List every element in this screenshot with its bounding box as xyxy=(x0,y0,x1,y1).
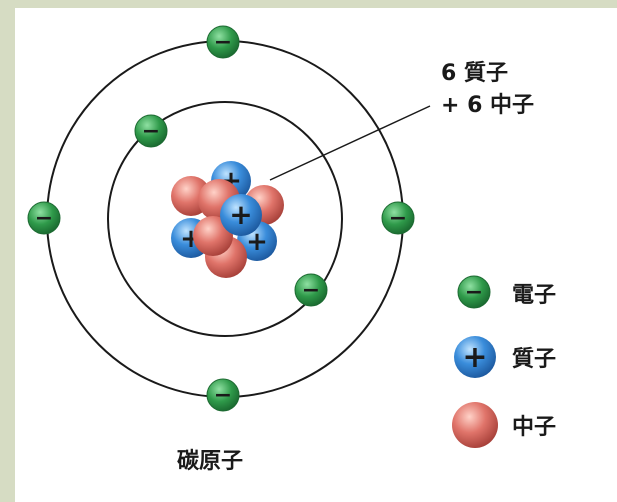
electron: − xyxy=(206,25,240,59)
electron-sign: − xyxy=(35,206,53,231)
nucleus-leader-line xyxy=(269,105,431,181)
legend-neutron: 中子 xyxy=(452,402,556,448)
electron-sign: − xyxy=(465,280,483,305)
nucleus-label-neutrons: + 6 中子 xyxy=(441,93,534,118)
electron-sign: − xyxy=(302,278,320,303)
electron-sign: − xyxy=(214,383,232,408)
proton-sign: + xyxy=(246,227,268,257)
legend-proton-label: 質子 xyxy=(512,347,556,372)
proton: + xyxy=(220,194,262,236)
legend-proton: + 質子 xyxy=(454,336,556,378)
electron-sign: − xyxy=(389,206,407,231)
electron: − xyxy=(134,114,168,148)
neutron xyxy=(193,216,233,256)
nucleus: + + + + xyxy=(171,161,284,278)
inner-orbit xyxy=(107,101,343,337)
diagram-title: 碳原子 xyxy=(177,449,243,474)
proton-sign: + xyxy=(229,198,252,231)
legend-electron-label: 電子 xyxy=(512,283,556,308)
legend-neutron-label: 中子 xyxy=(512,415,556,440)
electron: − xyxy=(206,378,240,412)
nucleus-label-protons: 6 質子 xyxy=(441,61,508,86)
electron-sign: − xyxy=(214,30,232,55)
legend: − 電子 + 質子 中子 xyxy=(452,275,556,448)
electron-sign: − xyxy=(142,119,160,144)
electron: − xyxy=(294,273,328,307)
diagram-panel xyxy=(15,8,617,502)
proton-sign: + xyxy=(462,340,487,375)
legend-electron: − 電子 xyxy=(457,275,556,309)
electron: − xyxy=(27,201,61,235)
electron: − xyxy=(381,201,415,235)
